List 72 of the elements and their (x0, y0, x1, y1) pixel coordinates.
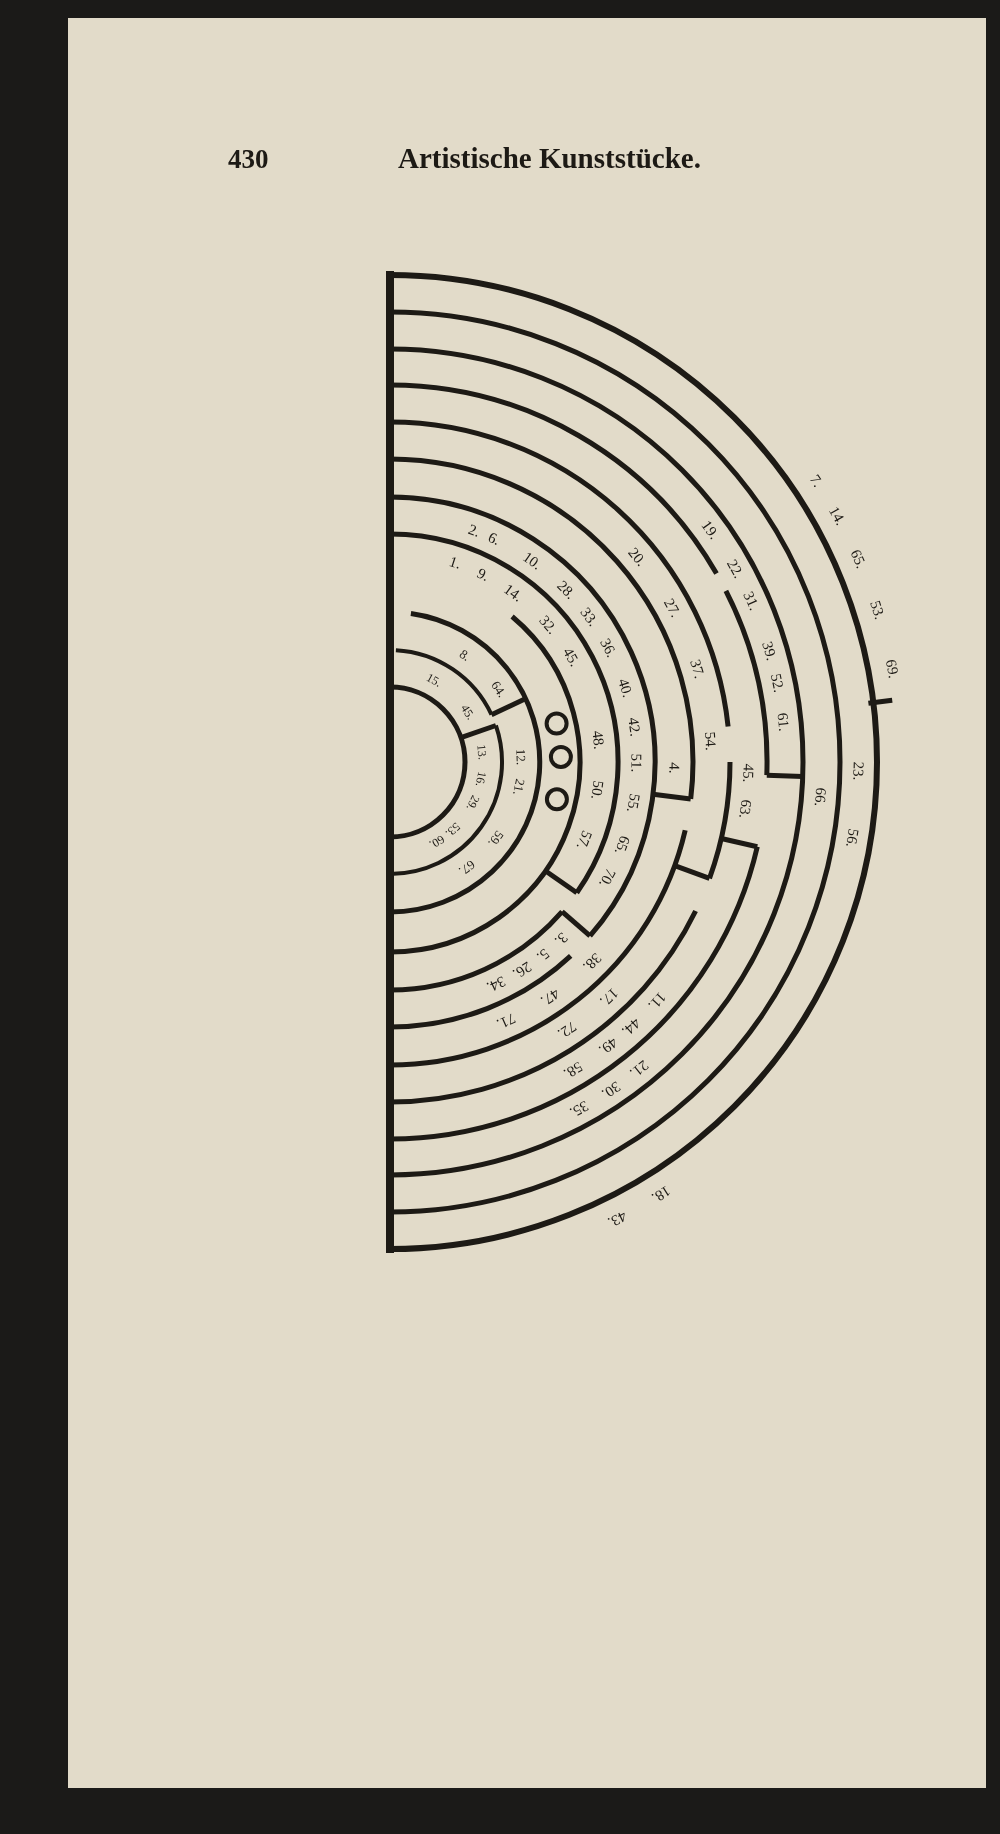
maze-number: 59. (485, 828, 507, 850)
maze-number: 7. (806, 472, 826, 491)
maze-number: 40. (614, 676, 635, 700)
maze-number: 17. (596, 985, 621, 1009)
maze-number: 3. (551, 929, 571, 949)
maze-number: 26. (510, 958, 535, 981)
maze-number: 45. (740, 763, 756, 783)
maze-number: 31. (740, 589, 762, 613)
maze-number: 70. (595, 866, 618, 890)
maze-number: 14. (825, 504, 848, 529)
maze-number: 9. (474, 565, 491, 584)
maze-number: 8. (457, 646, 473, 663)
maze-number: 21. (510, 778, 527, 797)
maze-number: 56. (842, 827, 861, 849)
maze-number: 52. (767, 671, 787, 694)
maze-number: 23. (850, 761, 866, 781)
maze-number: 44. (618, 1015, 643, 1040)
maze-number: 30. (598, 1078, 623, 1101)
maze-number: 45. (559, 645, 582, 669)
maze-number: 11. (644, 989, 669, 1013)
maze-number: 48. (589, 729, 607, 750)
maze-number: 54. (702, 731, 719, 752)
maze-number: 57. (573, 828, 595, 852)
maze-number: 39. (759, 639, 779, 662)
maze-number: 38. (579, 949, 604, 974)
maze-number: 64. (488, 678, 509, 700)
maze-number: 33. (577, 605, 601, 630)
maze-number: 6. (486, 530, 503, 549)
maze-number: 45. (459, 702, 478, 722)
maze-number: 55. (623, 792, 642, 814)
maze-number: 4. (666, 762, 682, 774)
maze-number: 65. (847, 547, 869, 571)
maze-number: 69. (882, 658, 901, 680)
maze-number: 42. (624, 716, 643, 738)
maze-number: 15. (424, 671, 444, 689)
maze-number: 67. (456, 858, 477, 879)
maze-number: 20. (625, 545, 650, 570)
maze-number: 43. (605, 1207, 629, 1230)
maze-number: 72. (554, 1018, 579, 1042)
maze-number: 22. (723, 557, 746, 582)
maze-number: 35. (566, 1098, 591, 1121)
maze-number: 71. (493, 1010, 518, 1033)
maze-number: 27. (660, 595, 683, 620)
maze-number: 36. (597, 636, 620, 661)
maze-number: 29. (464, 793, 483, 813)
maze-number: 53. (866, 599, 887, 622)
maze-number: 12. (514, 748, 528, 766)
maze-number: 21. (626, 1057, 651, 1081)
maze-number: 63. (736, 799, 754, 820)
maze-number: 28. (553, 577, 578, 602)
maze-number: 61. (774, 712, 792, 733)
maze-number: 2. (465, 521, 482, 540)
maze-number: 19. (698, 517, 722, 542)
running-head: Artistische Kunststücke. (398, 144, 701, 173)
maze-number: 10. (519, 549, 544, 573)
maze-number: 47. (537, 985, 562, 1009)
maze-number: 5. (534, 945, 553, 964)
maze-number: 32. (536, 613, 560, 638)
maze-number: 58. (560, 1058, 585, 1082)
maze-number: 13. (475, 743, 490, 760)
maze-number: 66. (811, 786, 828, 807)
maze-number: 50. (588, 779, 606, 801)
maze-number: 18. (649, 1182, 673, 1206)
maze-number: 37. (687, 658, 708, 681)
maze-number: 16. (474, 770, 489, 788)
maze-number: 65. (611, 833, 632, 857)
maze-number: 14. (500, 581, 525, 605)
maze-number: 51. (628, 753, 644, 773)
maze-number: 1. (446, 554, 463, 573)
maze-number: 34. (484, 973, 508, 995)
page-number: 430 (228, 146, 269, 173)
maze-number: 49. (595, 1034, 620, 1058)
